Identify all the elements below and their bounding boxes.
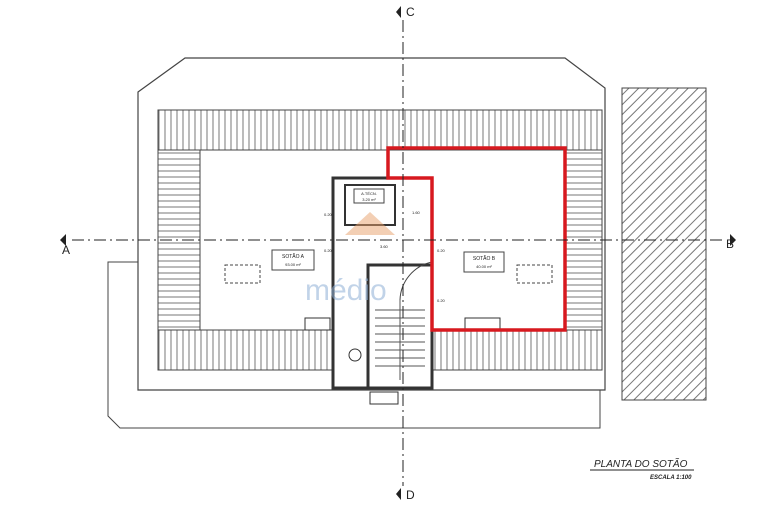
section-arrow-c [396,6,401,18]
watermark-logo: médio [305,274,387,307]
marker-a: A [62,243,70,257]
dimension: 3.60 [380,244,389,249]
dimension: 0.20 [324,212,333,217]
room-label-tecnica: A.TÉCN. [361,191,377,196]
window [369,391,399,405]
room-area-tecnica: 3.20 m² [362,197,376,202]
marker-b: B [726,237,734,251]
window [304,317,331,331]
skylight-right [516,264,553,284]
marker-c: C [406,5,415,19]
section-arrow-a [60,234,66,246]
roof-slope-top [157,109,603,151]
skylight-left [224,264,261,284]
dimension: 0.20 [324,248,333,253]
room-area-sotao-a: 93.00 m² [285,262,301,267]
neighbour-hatched-area [621,87,707,401]
watermark-house-icon [345,212,395,235]
drain-symbol [348,348,362,362]
dimension: 0.20 [437,248,446,253]
drawing-scale: ESCALA 1:100 [650,475,692,481]
door-swing [399,261,433,301]
dimension: 0.20 [437,298,446,303]
dimension: 1.60 [412,210,421,215]
room-label-sotao-b: SOTÃO B [473,255,496,262]
room-area-sotao-b: 40.00 m² [476,264,492,269]
section-arrow-b [730,234,736,246]
stair-steps [375,300,425,380]
highlighted-area-sotao-b [386,146,567,332]
marker-d: D [406,488,415,502]
drawing-title: PLANTA DO SOTÃO [594,457,688,470]
window [464,317,501,331]
room-label-sotao-a: SOTÃO A [282,253,305,260]
section-arrow-d [396,488,401,500]
